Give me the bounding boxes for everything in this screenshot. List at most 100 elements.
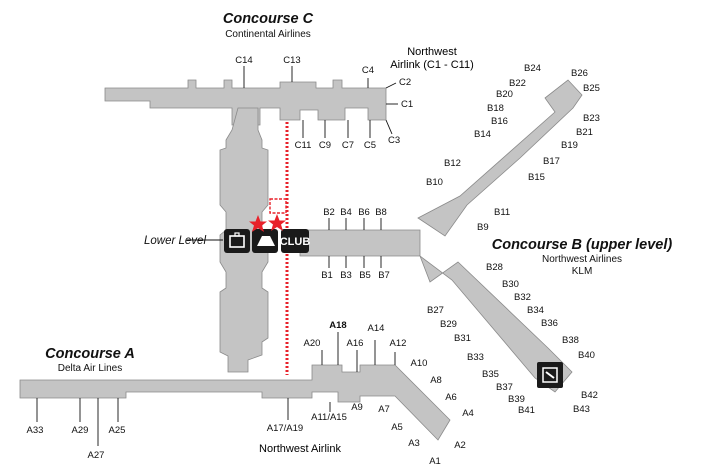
gate-label: B9 (477, 222, 489, 233)
gate-label: A1 (429, 456, 441, 467)
concourse-c-title: Concourse C (223, 11, 314, 27)
gate-label: A25 (109, 425, 126, 436)
gate-label: B4 (340, 207, 352, 218)
gate-label: A5 (391, 422, 403, 433)
gate-label: B20 (496, 89, 513, 100)
gate-label: B30 (502, 279, 519, 290)
gate-label: A14 (368, 323, 385, 334)
baggage-claim-icon (537, 362, 563, 388)
gate-label: C1 (401, 99, 413, 110)
concourse-a-airline: Delta Air Lines (58, 363, 122, 374)
gate-label: B12 (444, 158, 461, 169)
gate-label: A3 (408, 438, 420, 449)
club-label: CLUB (280, 236, 311, 248)
gate-label: A27 (88, 450, 105, 461)
concourse-b-labels: Concourse B (upper level) Northwest Airl… (492, 237, 673, 277)
concourse-b-title: Concourse B (upper level) (492, 237, 673, 253)
star-icon-left (249, 215, 267, 232)
gate-label: B24 (524, 63, 541, 74)
concourse-b-link-building (299, 229, 421, 257)
gate-label: B8 (375, 207, 387, 218)
gate-label: B6 (358, 207, 370, 218)
gate-label: B17 (543, 156, 560, 167)
gate-label: B7 (378, 270, 390, 281)
gate-label: B42 (581, 390, 598, 401)
gate-label: A29 (72, 425, 89, 436)
gate-labels-b-upper: B12 B10 B9 B11 B14 B15 B16 B17 B18 B19 B… (426, 63, 600, 233)
gate-label: A16 (347, 338, 364, 349)
lower-level-marker: Lower Level (144, 235, 223, 247)
gate-label: B29 (440, 319, 457, 330)
lower-level-label: Lower Level (144, 235, 206, 247)
gate-label: A12 (390, 338, 407, 349)
gate-label: A18 (329, 320, 346, 331)
gate-ticks (36, 66, 398, 446)
gate-label: B43 (573, 404, 590, 415)
gate-label: B18 (487, 103, 504, 114)
gate-label: A11/A15 (311, 412, 347, 423)
gate-labels-b-lower: B28 B27 B29 B30 B31 B32 B33 B34 B35 B36 … (427, 262, 598, 416)
ground-transport-icon (252, 229, 278, 253)
star-icon-right (268, 214, 286, 231)
club-icon: CLUB (280, 229, 311, 253)
gate-label: B25 (583, 83, 600, 94)
gate-label: C3 (388, 135, 400, 146)
gate-label: B33 (467, 352, 484, 363)
gate-label: B39 (508, 394, 525, 405)
gate-label: A6 (445, 392, 457, 403)
gate-label: B27 (427, 305, 444, 316)
gate-label: B28 (486, 262, 503, 273)
elevator-icon (269, 198, 287, 214)
gate-label: A8 (430, 375, 442, 386)
concourse-c-note2: Airlink (C1 - C11) (390, 59, 474, 71)
gate-label: B3 (340, 270, 352, 281)
gate-label: B41 (518, 405, 535, 416)
gate-label: B40 (578, 350, 595, 361)
gate-label: B11 (494, 207, 510, 218)
gate-label: A2 (454, 440, 466, 451)
gate-label: C5 (364, 140, 376, 151)
gate-label: B37 (496, 382, 513, 393)
concourse-c-labels: Concourse C Continental Airlines Northwe… (223, 11, 474, 71)
gate-labels-c: C14 C13 C4 C2 C1 C3 C11 C9 C7 C5 (235, 55, 413, 151)
gate-label: B35 (482, 369, 499, 380)
gate-label: A7 (378, 404, 390, 415)
concourse-b-airline2: KLM (572, 266, 593, 277)
gate-label: B5 (359, 270, 371, 281)
gate-label: B34 (527, 305, 544, 316)
gate-label: C9 (319, 140, 331, 151)
gate-label: B14 (474, 129, 491, 140)
gate-label: C13 (283, 55, 300, 66)
gate-label: C4 (362, 65, 374, 76)
gate-label: A10 (411, 358, 428, 369)
gate-labels-b-link: B2 B4 B6 B8 B1 B3 B5 B7 (321, 207, 390, 281)
gate-label: A33 (27, 425, 44, 436)
gate-label: B16 (491, 116, 508, 127)
concourse-c-airline: Continental Airlines (225, 29, 311, 40)
gate-label: B10 (426, 177, 443, 188)
concourse-b-airline: Northwest Airlines (542, 254, 622, 265)
concourse-a-building (19, 364, 451, 441)
gate-label: B19 (561, 140, 578, 151)
gate-label: A9 (351, 402, 363, 413)
gate-label: B36 (541, 318, 558, 329)
baggage-icon (224, 229, 250, 253)
gate-label: B21 (576, 127, 593, 138)
gate-label: A4 (462, 408, 474, 419)
concourse-a-title: Concourse A (45, 346, 135, 362)
concourse-a-labels: Concourse A Delta Air Lines Northwest Ai… (45, 346, 341, 455)
gate-labels-a: A33 A29 A25 A27 A20 A18 A16 A14 A12 A10 … (27, 320, 474, 467)
gate-label: A17/A19 (267, 423, 303, 434)
gate-label: B31 (454, 333, 471, 344)
gate-label: B26 (571, 68, 588, 79)
gate-label: B32 (514, 292, 531, 303)
gate-label: B1 (321, 270, 333, 281)
gate-label: C14 (235, 55, 252, 66)
gate-label: C7 (342, 140, 354, 151)
concourse-b-lower-arm (419, 254, 573, 393)
gate-label: A20 (304, 338, 321, 349)
gate-label: C2 (399, 77, 411, 88)
gate-label: B2 (323, 207, 335, 218)
gate-label: B22 (509, 78, 526, 89)
gate-label: C11 (295, 140, 312, 151)
